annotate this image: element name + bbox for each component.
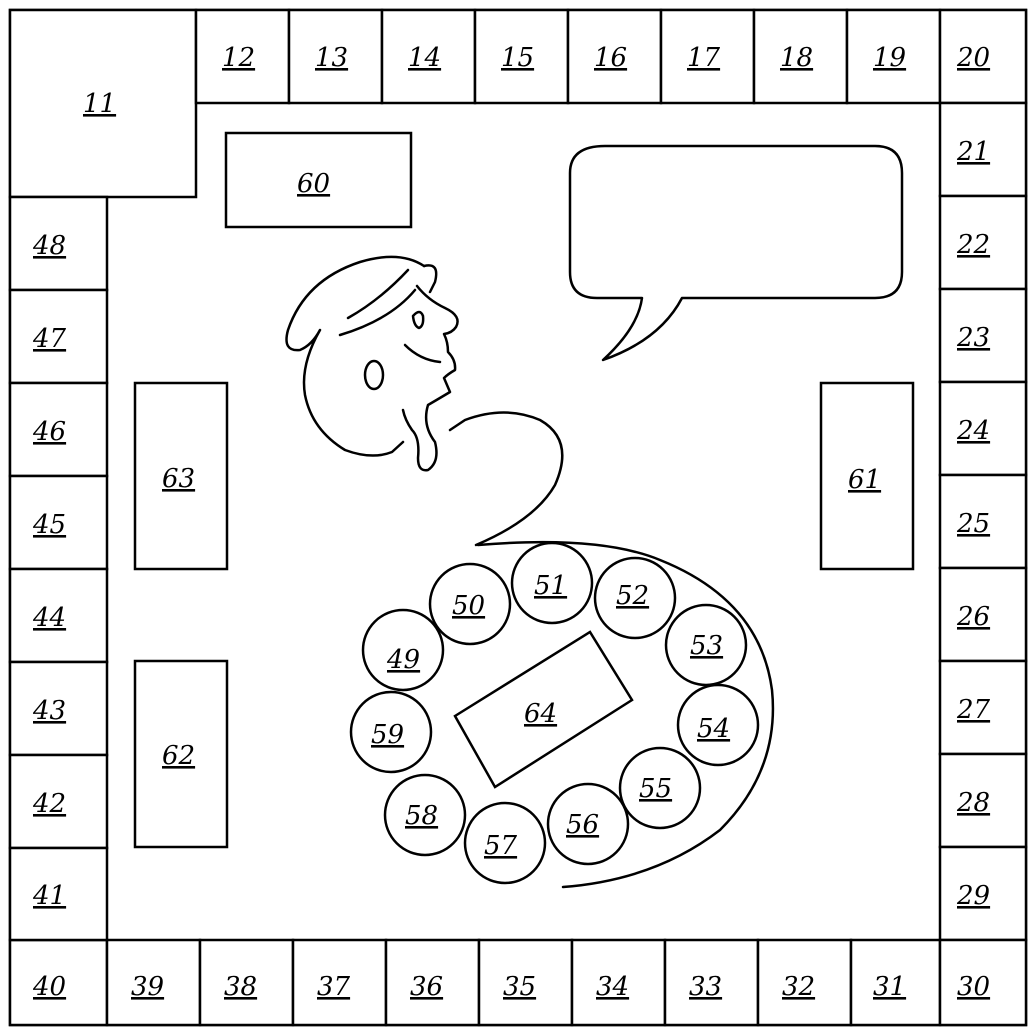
seat-label-56: 56 bbox=[566, 810, 599, 840]
seat-label-53: 53 bbox=[690, 631, 723, 661]
space-label-19: 19 bbox=[873, 43, 906, 73]
space-label-24: 24 bbox=[956, 416, 990, 446]
right-column: 21 22 23 24 25 26 27 28 29 bbox=[940, 103, 1026, 940]
space-label-47: 47 bbox=[32, 324, 67, 354]
space-label-17: 17 bbox=[687, 43, 721, 73]
space-label-16: 16 bbox=[594, 43, 627, 73]
left-column: 48 47 46 45 44 43 42 41 bbox=[10, 197, 107, 940]
seat-label-58: 58 bbox=[405, 801, 438, 831]
space-label-48: 48 bbox=[32, 231, 66, 261]
seat-label-50: 50 bbox=[452, 591, 485, 621]
seat-label-52: 52 bbox=[616, 581, 649, 611]
space-label-40: 40 bbox=[32, 972, 66, 1002]
space-label-43: 43 bbox=[32, 696, 66, 726]
space-label-46: 46 bbox=[32, 417, 66, 447]
table-label-60: 60 bbox=[297, 169, 330, 199]
space-label-36: 36 bbox=[410, 972, 443, 1002]
space-label-34: 34 bbox=[596, 972, 629, 1002]
space-label-30: 30 bbox=[957, 972, 990, 1002]
space-label-23: 23 bbox=[956, 323, 990, 353]
table-label-62: 62 bbox=[162, 741, 195, 771]
bottom-row: 40 39 38 37 36 35 34 33 32 31 30 bbox=[10, 940, 1026, 1025]
space-label-25: 25 bbox=[956, 509, 990, 539]
space-label-37: 37 bbox=[317, 972, 351, 1002]
space-label-26: 26 bbox=[956, 602, 990, 632]
space-label-15: 15 bbox=[501, 43, 534, 73]
space-label-11: 11 bbox=[83, 89, 116, 119]
space-label-21: 21 bbox=[956, 137, 990, 167]
seat-label-55: 55 bbox=[639, 774, 672, 804]
space-label-28: 28 bbox=[956, 788, 990, 818]
space-label-38: 38 bbox=[224, 972, 257, 1002]
space-label-41: 41 bbox=[32, 881, 66, 911]
space-label-35: 35 bbox=[503, 972, 536, 1002]
space-label-22: 22 bbox=[956, 230, 990, 260]
space-label-45: 45 bbox=[32, 510, 66, 540]
space-label-13: 13 bbox=[315, 43, 348, 73]
space-label-27: 27 bbox=[956, 695, 991, 725]
space-label-39: 39 bbox=[131, 972, 164, 1002]
seat-label-49: 49 bbox=[386, 645, 420, 675]
space-label-12: 12 bbox=[222, 43, 255, 73]
table-label-63: 63 bbox=[162, 464, 195, 494]
table-label-61: 61 bbox=[848, 465, 881, 495]
seat-label-54: 54 bbox=[697, 714, 730, 744]
space-label-31: 31 bbox=[873, 972, 906, 1002]
space-label-18: 18 bbox=[780, 43, 813, 73]
table-label-64: 64 bbox=[524, 699, 557, 729]
space-label-29: 29 bbox=[956, 881, 990, 911]
seat-label-59: 59 bbox=[371, 720, 404, 750]
space-label-20: 20 bbox=[956, 43, 990, 73]
space-label-33: 33 bbox=[689, 972, 722, 1002]
seat-label-51: 51 bbox=[534, 571, 567, 601]
space-label-44: 44 bbox=[32, 603, 66, 633]
space-label-42: 42 bbox=[32, 789, 66, 819]
top-row: 12 13 14 15 16 17 18 19 20 bbox=[196, 10, 1026, 103]
space-label-32: 32 bbox=[782, 972, 815, 1002]
seat-label-57: 57 bbox=[484, 831, 518, 861]
space-label-14: 14 bbox=[408, 43, 441, 73]
